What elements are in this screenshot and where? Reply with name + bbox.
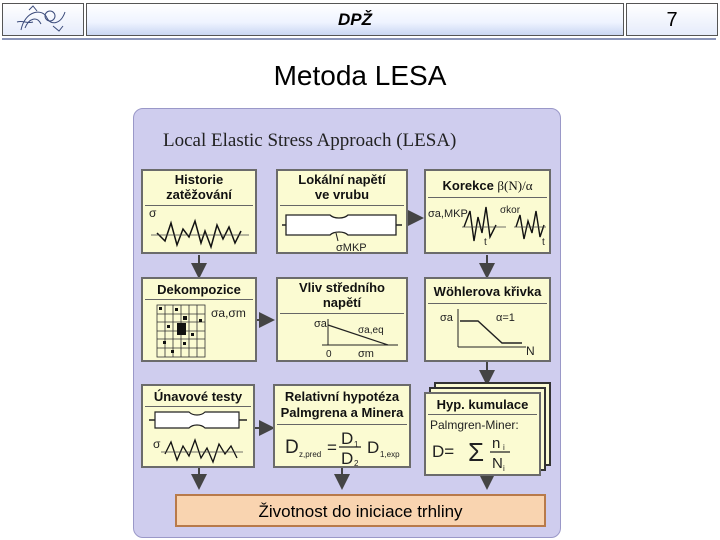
formula-big-n: N [492,455,503,472]
box-historie: Historie zatěžování σ [141,169,257,254]
logo-emblem-icon [16,5,66,32]
slide-header: DPŽ 7 [0,0,720,42]
box-korekce: Korekce β(N)/α σa,MKP σkor t t [424,169,551,254]
notched-specimen-icon: σMKP [280,205,404,252]
box-relativni-title-2: Palmgrena a Minera [280,405,404,420]
sn-curve-icon: σa α=1 N [428,303,547,358]
box-wohler-sigma-a: σa [440,312,454,324]
formula-n-sub: i [503,443,505,452]
rainflow-matrix-icon: σa,σm [145,299,253,358]
correction-signals-icon: σa,MKP σkor t t [428,197,547,248]
box-dekompozice-title: Dekompozice [157,282,241,297]
box-unavove-title: Únavové testy [153,389,243,404]
box-vliv-zero: 0 [326,349,332,360]
formula-d1: D [341,429,353,448]
box-historie-title-2: zatěžování [166,187,232,202]
formula-d1exp-sub: 1,exp [380,450,400,459]
formula-d2-sub: 2 [354,459,359,466]
box-historie-title-1: Historie [174,172,224,187]
result-box: Životnost do iniciace trhliny [175,494,546,527]
box-relativni: Relativní hypotéza Palmgrena a Minera D … [273,384,411,468]
slide-title: Metoda LESA [273,60,447,91]
formula-dz: D [285,437,299,458]
header-divider [2,38,716,40]
header-band: DPŽ [86,3,624,36]
box-lokalni-title-2: ve vrubu [314,187,370,202]
box-dekompozice-label: σa,σm [211,306,246,320]
box-korekce-title: Korekce β(N)/α [426,179,549,193]
box-vliv-sigma-a: σa [314,318,328,330]
box-vliv-title-2: napětí [322,295,362,310]
page-number-box: 7 [626,3,718,36]
formula-d1-sub: 1 [354,440,359,449]
box-dekompozice: Dekompozice σa,σm [141,277,257,362]
box-lokalni-title-1: Lokální napětí [298,172,386,187]
box-kumulace-subtitle: Palmgren-Miner: [430,418,519,432]
box-relativni-title-1: Relativní hypotéza [284,389,400,404]
box-vliv: Vliv středního napětí σa σa,eq 0 σm [276,277,408,362]
box-korekce-t1: t [484,237,487,248]
box-korekce-title-1: Korekce [442,178,494,193]
formula-d-eq: D= [432,442,454,461]
formula-d1exp: D [367,438,379,457]
page-number: 7 [666,9,678,31]
box-lokalni-sigma: σMKP [336,242,367,252]
box-historie-sigma: σ [149,206,157,220]
result-text: Životnost do iniciace trhliny [258,502,463,521]
fatigue-test-icon: σ [145,406,251,464]
diagram-heading: Local Elastic Stress Approach (LESA) [163,130,457,151]
box-kumulace: Hyp. kumulace Palmgren-Miner: D= Σ n N i… [424,392,541,476]
box-wohler-n: N [526,344,535,358]
box-wohler: Wöhlerova křivka σa α=1 N [424,277,551,362]
box-korekce-title-suffix: β(N)/α [497,178,533,193]
box-lokalni: Lokální napětí ve vrubu σMKP [276,169,408,254]
box-vliv-title-1: Vliv středního [299,280,385,295]
load-history-signal-icon: σ [145,205,253,250]
university-logo [2,3,84,36]
formula-dz-sub: z,pred [299,450,321,459]
box-wohler-alpha: α=1 [496,312,515,324]
box-vliv-sigma-aeq: σa,eq [358,325,384,336]
formula-big-n-sub: i [503,464,505,473]
box-unavove: Únavové testy σ [141,384,255,468]
palmgren-miner-formula: D= Σ n N i i [428,414,537,473]
header-title: DPŽ [338,10,372,29]
formula-n: n [492,435,500,452]
relative-miner-formula: D z,pred = D 1 D 2 D 1,exp [277,424,407,466]
box-wohler-title: Wöhlerova křivka [433,284,542,299]
box-korekce-t2: t [542,237,545,248]
box-korekce-sigma-mkp: σa,MKP [428,208,468,220]
formula-eq: = [327,438,337,457]
box-unavove-sigma: σ [153,437,161,451]
box-vliv-sigma-m: σm [358,348,374,360]
formula-d2: D [341,449,353,466]
formula-sum: Σ [468,437,484,467]
mean-stress-diagram-icon: σa σa,eq 0 σm [280,313,404,360]
box-kumulace-title: Hyp. kumulace [436,397,529,412]
box-korekce-sigma-kor: σkor [500,205,521,216]
